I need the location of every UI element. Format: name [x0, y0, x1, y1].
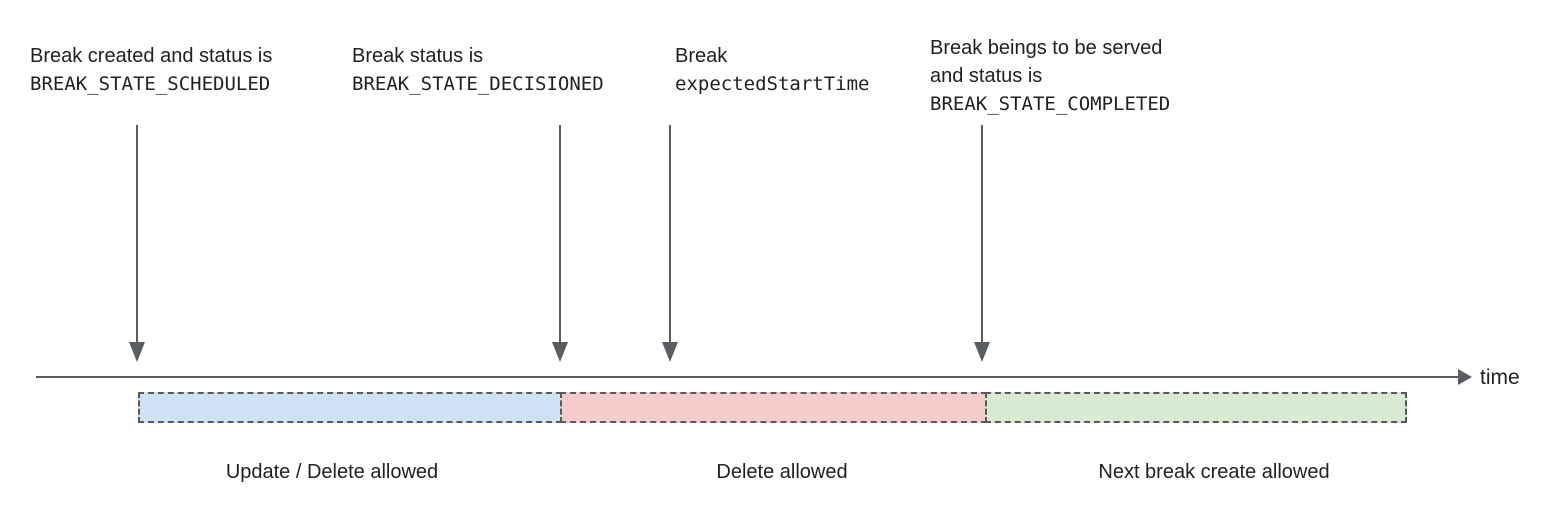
segment-next-break-create-allowed — [985, 392, 1407, 423]
annotation-state-code: BREAK_STATE_COMPLETED — [930, 93, 1171, 115]
annotation-state-code: BREAK_STATE_SCHEDULED — [30, 73, 271, 95]
annotation-text: Break beings to be served — [930, 37, 1163, 59]
segment-label-delete: Delete allowed — [716, 461, 848, 483]
time-axis-line — [36, 376, 1460, 378]
arrow-decisioned-icon — [552, 125, 568, 362]
annotation-state-code: expectedStartTime — [675, 73, 870, 95]
annotation-break-scheduled: Break created and status is BREAK_STATE_… — [30, 42, 272, 98]
time-axis-arrowhead-icon — [1458, 369, 1472, 385]
segment-label-next-break-create: Next break create allowed — [1098, 461, 1330, 483]
segment-label-update-delete: Update / Delete allowed — [225, 461, 439, 483]
time-axis-label: time — [1480, 366, 1520, 389]
annotation-break-decisioned: Break status is BREAK_STATE_DECISIONED — [352, 42, 604, 98]
segment-update-delete-allowed — [138, 392, 562, 423]
annotation-text: Break status is — [352, 45, 484, 67]
annotation-break-completed: Break beings to be served and status is … — [930, 34, 1170, 118]
annotation-expected-start-time: Break expectedStartTime — [675, 42, 869, 98]
arrow-completed-icon — [974, 125, 990, 362]
arrow-scheduled-icon — [129, 125, 145, 362]
arrow-expected-start-icon — [662, 125, 678, 362]
annotation-state-code: BREAK_STATE_DECISIONED — [352, 73, 604, 95]
annotation-text: Break created and status is — [30, 45, 273, 67]
annotation-text: Break — [675, 45, 728, 67]
segment-delete-allowed — [560, 392, 987, 423]
annotation-text: and status is — [930, 65, 1043, 87]
